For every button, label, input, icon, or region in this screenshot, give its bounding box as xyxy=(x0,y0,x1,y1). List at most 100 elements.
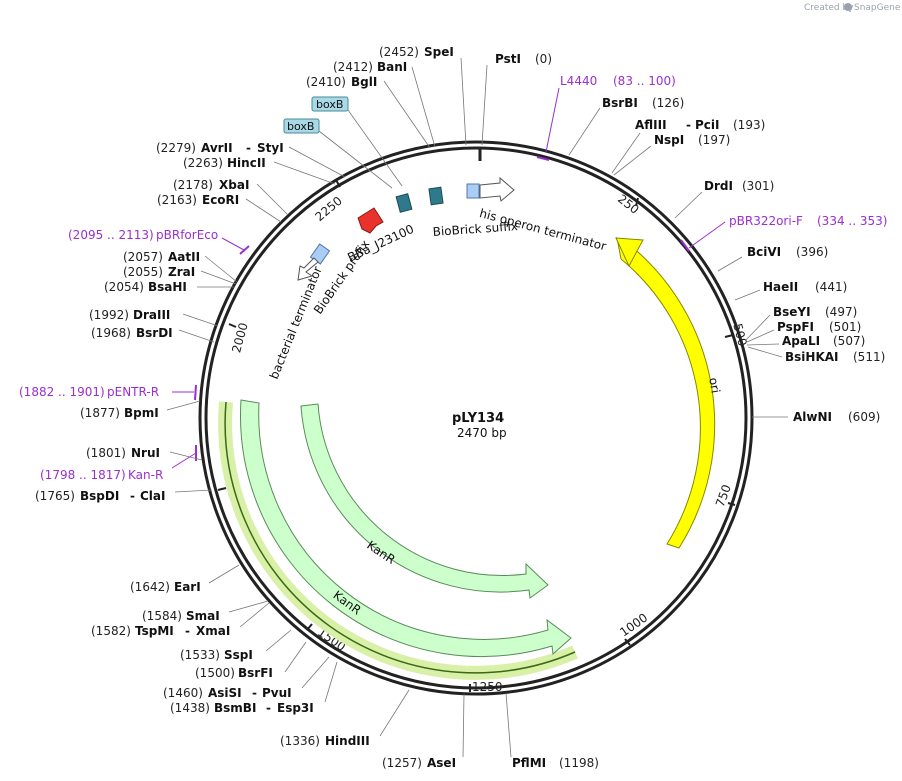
site-spei[interactable]: SpeI xyxy=(424,45,454,59)
site-styi[interactable]: StyI xyxy=(257,141,284,155)
site-bani[interactable]: BanI xyxy=(377,60,407,74)
svg-text:(1877): (1877) xyxy=(80,406,120,420)
primer-l4440[interactable]: L4440 xyxy=(560,74,597,88)
site-asisi[interactable]: AsiSI xyxy=(208,686,242,700)
svg-text:-: - xyxy=(252,686,257,700)
site-nspi[interactable]: NspI xyxy=(654,133,684,147)
site-afliii[interactable]: AflIII xyxy=(635,118,667,132)
svg-text:(1438): (1438) xyxy=(170,701,210,715)
svg-text:(1198): (1198) xyxy=(559,756,599,770)
site-asei[interactable]: AseI xyxy=(427,756,456,770)
svg-text:-: - xyxy=(246,141,251,155)
site-psti[interactable]: PstI xyxy=(495,52,521,66)
svg-text:(497): (497) xyxy=(825,305,857,319)
svg-text:(1968): (1968) xyxy=(91,326,131,340)
his-terminator-arrow[interactable] xyxy=(479,176,515,202)
svg-text:(1801): (1801) xyxy=(86,446,126,460)
bba-promoter-arrow[interactable] xyxy=(357,207,384,234)
primer-pbr322ori-f[interactable]: pBR322ori-F xyxy=(729,214,803,228)
snapgene-credit: Created by SnapGene xyxy=(804,3,901,13)
boxb-box-1[interactable] xyxy=(428,186,444,206)
tick-1250: 1250 xyxy=(472,680,503,694)
svg-text:(2279): (2279) xyxy=(156,141,196,155)
svg-text:(1882 .. 1901): (1882 .. 1901) xyxy=(19,385,105,399)
site-bsmbi[interactable]: BsmBI xyxy=(214,701,256,715)
site-xmai[interactable]: XmaI xyxy=(196,624,230,638)
site-bsrbi[interactable]: BsrBI xyxy=(602,96,638,110)
kanr-outer-feature[interactable] xyxy=(240,399,572,657)
primer-pbr322ori-marker[interactable] xyxy=(680,239,690,252)
site-bsrdi[interactable]: BsrDI xyxy=(136,326,173,340)
site-bpmi[interactable]: BpmI xyxy=(124,406,159,420)
bacterial-terminator-arrow[interactable] xyxy=(297,257,319,281)
site-labels-bottom: PflMI (1198) (1257) AseI (1336) HindIII … xyxy=(91,580,599,770)
svg-text:-: - xyxy=(266,701,271,715)
boxb-label-1[interactable]: boxB xyxy=(311,96,349,112)
svg-text:(1582): (1582) xyxy=(91,624,131,638)
site-hindiii[interactable]: HindIII xyxy=(325,734,370,748)
svg-text:(1533): (1533) xyxy=(180,648,220,662)
site-bseyi[interactable]: BseYI xyxy=(773,305,811,319)
svg-text:(197): (197) xyxy=(698,133,730,147)
svg-text:(2410): (2410) xyxy=(306,75,346,89)
site-bsahi[interactable]: BsaHI xyxy=(148,280,187,294)
svg-text:(301): (301) xyxy=(742,179,774,193)
site-pflmi[interactable]: PflMI xyxy=(512,756,546,770)
svg-text:-: - xyxy=(686,118,691,132)
site-pcii[interactable]: PciI xyxy=(695,118,720,132)
site-pspfi[interactable]: PspFI xyxy=(777,320,814,334)
svg-text:(1460): (1460) xyxy=(163,686,203,700)
site-eari[interactable]: EarI xyxy=(174,580,201,594)
svg-text:(0): (0) xyxy=(535,52,552,66)
site-smai[interactable]: SmaI xyxy=(186,609,220,623)
primer-pbrforeco[interactable]: pBRforEco xyxy=(156,228,218,242)
site-aatii[interactable]: AatII xyxy=(168,250,200,264)
primer-labels: L4440 (83 .. 100) pBR322ori-F (334 .. 35… xyxy=(19,74,887,482)
site-sspi[interactable]: SspI xyxy=(224,648,253,662)
site-avrii[interactable]: AvrII xyxy=(201,141,233,155)
svg-text:(1500): (1500) xyxy=(195,666,235,680)
boxb-box-2[interactable] xyxy=(395,193,413,213)
svg-text:(2057): (2057) xyxy=(123,250,163,264)
site-bsrfi[interactable]: BsrFI xyxy=(238,666,273,680)
ori-feature-arc[interactable] xyxy=(616,237,716,549)
backbone-inner xyxy=(204,146,748,690)
boxb-label-2[interactable]: boxB xyxy=(283,118,320,134)
primer-l4440-marker[interactable] xyxy=(536,156,550,161)
site-zrai[interactable]: ZraI xyxy=(168,265,195,279)
site-drdi[interactable]: DrdI xyxy=(704,179,733,193)
primer-kan-r[interactable]: Kan-R xyxy=(128,468,163,482)
site-draiii[interactable]: DraIII xyxy=(133,308,170,322)
svg-text:(2412): (2412) xyxy=(333,60,373,74)
site-hincii[interactable]: HincII xyxy=(227,156,266,170)
kanr-inner-feature[interactable] xyxy=(300,403,549,599)
ori-arrowhead xyxy=(615,237,644,268)
svg-text:(2178): (2178) xyxy=(173,178,213,192)
site-bcivi[interactable]: BciVI xyxy=(747,245,781,259)
site-esp3i[interactable]: Esp3I xyxy=(277,701,314,715)
primer-pbrforeco-marker[interactable] xyxy=(239,245,250,255)
svg-text:(1798 .. 1817): (1798 .. 1817) xyxy=(40,468,126,482)
site-tspmi[interactable]: TspMI xyxy=(135,624,174,638)
site-bsihkai[interactable]: BsiHKAI xyxy=(785,350,839,364)
site-clai[interactable]: ClaI xyxy=(140,489,165,503)
site-xbai[interactable]: XbaI xyxy=(219,178,249,192)
leader-lines xyxy=(166,57,788,758)
plasmid-size: 2470 bp xyxy=(457,426,507,440)
biobrick-suffix-box[interactable] xyxy=(466,183,480,199)
svg-text:(83 .. 100): (83 .. 100) xyxy=(613,74,676,88)
site-pvui[interactable]: PvuI xyxy=(262,686,292,700)
site-apali[interactable]: ApaLI xyxy=(782,334,820,348)
site-alwni[interactable]: AlwNI xyxy=(793,410,832,424)
site-bspdi[interactable]: BspDI xyxy=(80,489,119,503)
primer-pentr-r[interactable]: pENTR-R xyxy=(107,385,159,399)
site-nrui[interactable]: NruI xyxy=(131,446,160,460)
svg-text:(126): (126) xyxy=(652,96,684,110)
svg-text:(441): (441) xyxy=(815,280,847,294)
site-ecori[interactable]: EcoRI xyxy=(202,193,239,207)
site-haeii[interactable]: HaeII xyxy=(763,280,798,294)
svg-text:(193): (193) xyxy=(733,118,765,132)
primer-pentr-marker[interactable] xyxy=(194,384,197,401)
site-bgli[interactable]: BglI xyxy=(351,75,377,89)
